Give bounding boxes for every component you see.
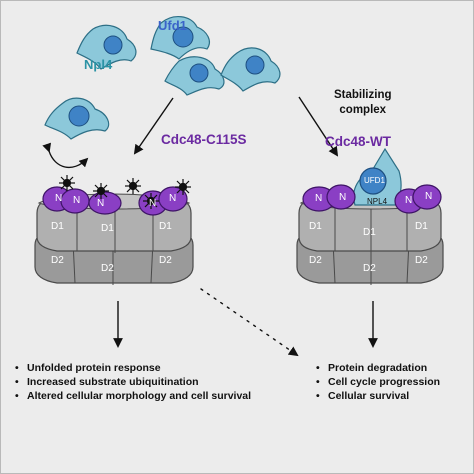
d1-label: D1 <box>309 221 322 232</box>
mutant-outcome-item: Altered cellular morphology and cell sur… <box>15 389 251 403</box>
n-label: N <box>425 191 433 202</box>
npl4-ufd1-complex-top-3 <box>164 56 225 96</box>
modification-markers <box>59 175 191 209</box>
mutant-outcomes-list: Unfolded protein response Increased subs… <box>15 361 251 403</box>
released-npl4-ufd1-complex <box>44 97 110 140</box>
npl4-label: Npl4 <box>84 57 113 72</box>
npl4-ufd1-complex-top-2 <box>76 24 137 70</box>
mutant-hexamer <box>34 175 194 285</box>
arrow-to-wildtype <box>298 96 339 157</box>
n-label: N <box>149 198 157 209</box>
dissociation-arrow <box>42 142 89 169</box>
mutant-outcome-item: Unfolded protein response <box>15 361 251 375</box>
d1-label: D1 <box>363 227 376 238</box>
ufd1-label: Ufd1 <box>158 18 187 33</box>
wildtype-label: Cdc48-WT <box>325 134 392 149</box>
stabilizing-line1: Stabilizing <box>334 89 392 101</box>
wt-outcomes-list: Protein degradation Cell cycle progressi… <box>316 361 440 403</box>
n-label: N <box>55 193 63 204</box>
n-label: N <box>405 195 413 206</box>
n-label: N <box>97 198 105 209</box>
stabilizing-complex-label: Stabilizing complex <box>334 88 392 118</box>
d2-label: D2 <box>415 255 428 266</box>
d1-label: D1 <box>159 221 172 232</box>
n-label: N <box>73 195 81 206</box>
d2-label: D2 <box>101 263 114 274</box>
d2-label: D2 <box>51 255 64 266</box>
stabilizing-line2: complex <box>339 104 387 116</box>
n-label: N <box>339 192 347 203</box>
wildtype-hexamer <box>296 147 444 285</box>
wt-outcome-item: Protein degradation <box>316 361 440 375</box>
npl4-ufd1-complex-top-1 <box>150 16 210 60</box>
d2-label: D2 <box>159 255 172 266</box>
mutant-label: Cdc48-C115S <box>161 132 247 147</box>
arrow-to-mutant <box>133 97 174 155</box>
n-label: N <box>315 193 323 204</box>
wt-outcome-item: Cell cycle progression <box>316 375 440 389</box>
d1-label: D1 <box>51 221 64 232</box>
d1-label: D1 <box>101 223 114 234</box>
complex-ufd1-label: UFD1 <box>364 176 385 185</box>
n-label: N <box>169 193 177 204</box>
d2-label: D2 <box>363 263 376 274</box>
mutant-outcome-item: Increased substrate ubiquitination <box>15 375 251 389</box>
d1-label: D1 <box>415 221 428 232</box>
complex-npl4-label: NPL4 <box>367 197 388 206</box>
wt-outcome-item: Cellular survival <box>316 389 440 403</box>
bound-ufd1 <box>359 167 387 195</box>
npl4-ufd1-complex-top-4 <box>220 47 281 92</box>
dotted-arrow-rescue <box>200 288 299 357</box>
d2-label: D2 <box>309 255 322 266</box>
